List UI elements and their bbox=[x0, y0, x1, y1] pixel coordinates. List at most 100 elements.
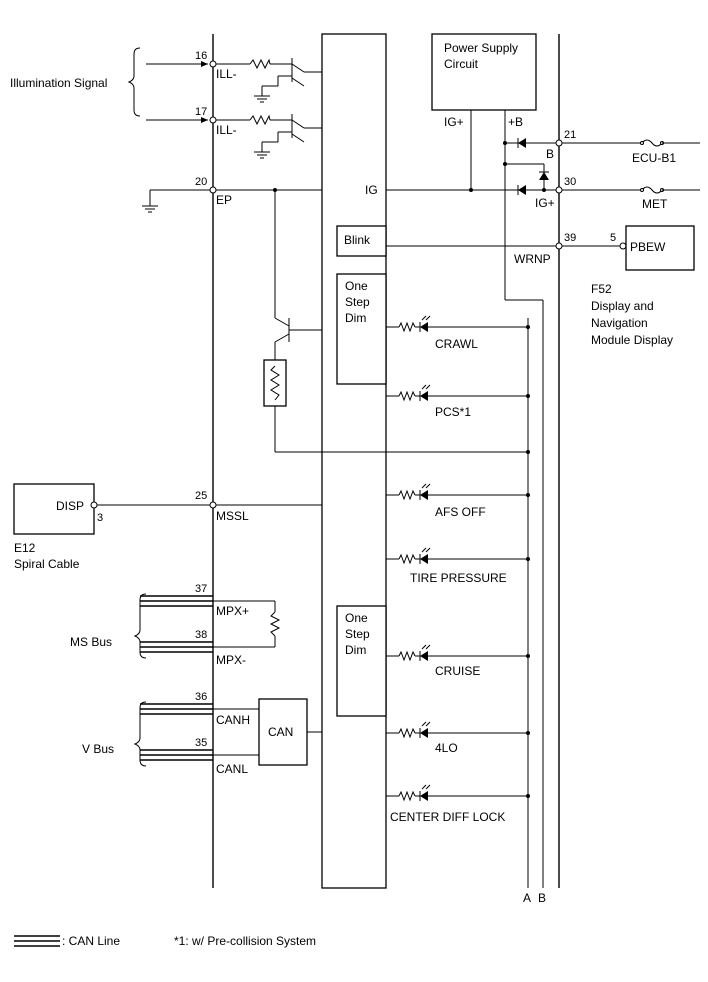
indicator-label-center-diff-lock: CENTER DIFF LOCK bbox=[390, 810, 505, 824]
pin-5-terminal bbox=[619, 242, 627, 250]
indicator-crawl: CRAWL bbox=[386, 315, 530, 351]
junction-dot bbox=[503, 141, 507, 145]
dim1-line-2: Step bbox=[345, 295, 370, 309]
f52-line-3: Navigation bbox=[591, 316, 648, 330]
dim2-line-2: Step bbox=[345, 627, 370, 641]
bus-end-a: A bbox=[523, 891, 531, 905]
led-icon bbox=[393, 644, 435, 662]
ms-bus-label: MS Bus bbox=[70, 635, 112, 649]
e12-line-2: Spiral Cable bbox=[14, 557, 80, 571]
junction-dot bbox=[526, 450, 530, 454]
fuse-icon bbox=[640, 186, 664, 194]
arrow-icon bbox=[201, 61, 208, 67]
mpx-minus-can-line bbox=[140, 641, 213, 653]
led-icon bbox=[393, 547, 435, 565]
blink-block bbox=[336, 225, 387, 257]
pbew-label: PBEW bbox=[630, 240, 666, 254]
e12-line-1: E12 bbox=[14, 541, 36, 555]
can-block bbox=[258, 698, 308, 766]
ground-icon bbox=[141, 205, 159, 213]
indicator-afs-off: AFS OFF bbox=[386, 483, 530, 519]
pin-35: 35 bbox=[195, 737, 207, 749]
led-icon bbox=[393, 483, 435, 501]
one-step-dim-block-1 bbox=[336, 273, 387, 385]
f52-line-4: Module Display bbox=[591, 333, 673, 347]
resistor-icon bbox=[270, 365, 280, 401]
terminal-mpx-plus: MPX+ bbox=[216, 604, 249, 618]
diode-icon bbox=[539, 172, 549, 180]
indicator-cruise: CRUISE bbox=[386, 644, 530, 678]
terminal-canl: CANL bbox=[216, 762, 248, 776]
dim1-line-1: One bbox=[345, 279, 368, 293]
tr3-emitter bbox=[274, 333, 290, 343]
fuse-icon bbox=[640, 139, 664, 147]
terminal-ig-plus-right: IG+ bbox=[535, 196, 555, 210]
canh-can-line bbox=[140, 703, 213, 715]
legend-note: *1: w/ Pre-collision System bbox=[174, 934, 316, 948]
illumination-signal-label: Illumination Signal bbox=[10, 76, 107, 90]
pin-30: 30 bbox=[564, 176, 576, 188]
fuse-ecu-b1: ECU-B1 bbox=[632, 151, 676, 165]
one-step-dim-block-2 bbox=[336, 605, 387, 717]
diode-icon bbox=[518, 185, 526, 195]
indicator-center-diff-lock: CENTER DIFF LOCK bbox=[386, 784, 530, 824]
indicator-4lo: 4LO bbox=[386, 721, 530, 755]
ground-icon bbox=[253, 151, 271, 159]
legend-can-line bbox=[14, 935, 60, 947]
bus-end-b: B bbox=[538, 891, 546, 905]
pin-25: 25 bbox=[195, 490, 207, 502]
disp-label: DISP bbox=[56, 499, 84, 513]
pin-21: 21 bbox=[564, 129, 576, 141]
arrow-icon bbox=[201, 117, 208, 123]
resistor-icon bbox=[249, 59, 271, 69]
power-supply-line-2: Circuit bbox=[444, 57, 479, 71]
pin-39: 39 bbox=[564, 232, 576, 244]
v-bus-brace bbox=[133, 701, 147, 767]
blink-label: Blink bbox=[344, 233, 371, 247]
power-supply-circuit bbox=[431, 33, 537, 111]
can-label: CAN bbox=[268, 725, 293, 739]
tr2-emitter bbox=[291, 133, 305, 143]
ms-bus-brace bbox=[133, 593, 147, 659]
pbew-block bbox=[625, 225, 695, 271]
pin-38: 38 bbox=[195, 629, 207, 641]
pin-30-terminal bbox=[555, 186, 563, 194]
terminal-ig-plus-top: IG+ bbox=[444, 115, 464, 129]
dim1-line-3: Dim bbox=[345, 311, 366, 325]
pin-21-terminal bbox=[555, 139, 563, 147]
terminal-ep: EP bbox=[216, 193, 232, 207]
tr1-collector bbox=[291, 63, 305, 73]
pin-5: 5 bbox=[610, 232, 616, 244]
fuse-met: MET bbox=[642, 197, 668, 211]
power-supply-line-1: Power Supply bbox=[444, 41, 518, 55]
led-icon bbox=[393, 315, 435, 333]
terminal-mpx-minus: MPX- bbox=[216, 653, 246, 667]
indicator-pcs: PCS*1 bbox=[386, 384, 530, 419]
resistor-icon bbox=[249, 115, 271, 125]
f52-line-2: Display and bbox=[591, 299, 654, 313]
pin-37: 37 bbox=[195, 583, 207, 595]
junction-dot bbox=[542, 188, 546, 192]
led-icon bbox=[393, 784, 435, 802]
terminal-plus-b: +B bbox=[508, 115, 523, 129]
mpx-plus-can-line bbox=[140, 595, 213, 607]
pin-16: 16 bbox=[195, 50, 207, 62]
indicator-label-pcs: PCS*1 bbox=[435, 405, 471, 419]
tr1-emitter bbox=[291, 77, 305, 87]
pin-20: 20 bbox=[195, 176, 207, 188]
terminal-ill-2: ILL- bbox=[216, 123, 237, 137]
terminal-b: B bbox=[546, 147, 554, 161]
tr2-collector bbox=[291, 119, 305, 129]
junction-dot bbox=[503, 162, 507, 166]
terminal-mssl: MSSL bbox=[216, 509, 249, 523]
indicator-label-cruise: CRUISE bbox=[435, 664, 480, 678]
dim2-line-3: Dim bbox=[345, 643, 366, 657]
pin-20-terminal bbox=[209, 186, 217, 194]
pin-3-terminal bbox=[90, 501, 98, 509]
pin-3: 3 bbox=[97, 512, 103, 524]
terminal-ig: IG bbox=[365, 183, 378, 197]
indicator-label-4lo: 4LO bbox=[435, 741, 458, 755]
pin-17: 17 bbox=[195, 106, 207, 118]
indicator-label-tire-pressure: TIRE PRESSURE bbox=[410, 571, 507, 585]
tr3-lead bbox=[274, 317, 290, 327]
